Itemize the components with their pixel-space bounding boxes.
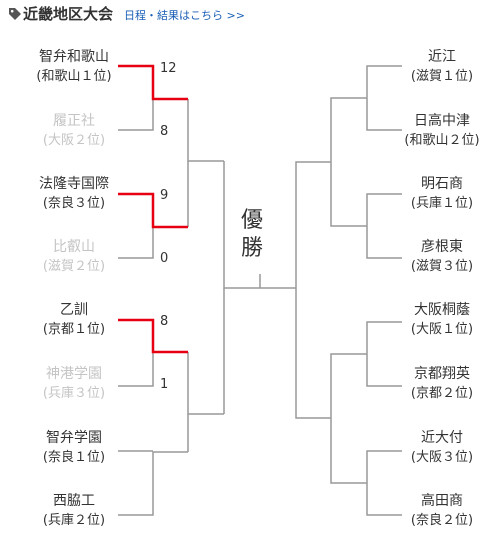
score: 0: [160, 251, 169, 266]
team-right-3: 明石商 (兵庫１位): [392, 175, 492, 213]
team-seed: (奈良２位): [410, 513, 474, 528]
team-name: 乙訓: [60, 302, 88, 318]
team-seed: (和歌山２位): [404, 133, 480, 148]
winner-path: [118, 318, 188, 354]
score: 8: [160, 314, 169, 329]
team-name: 彦根東: [421, 239, 463, 255]
team-seed: (京都２位): [410, 386, 474, 401]
team-seed: (兵庫３位): [42, 386, 106, 401]
team-right-4: 彦根東 (滋賀３位): [392, 238, 492, 276]
team-left-1: 智弁和歌山 (和歌山１位): [24, 48, 124, 86]
team-right-8: 高田商 (奈良２位): [392, 492, 492, 530]
score: 1: [160, 377, 169, 392]
team-seed: (奈良１位): [42, 450, 106, 465]
team-left-5: 乙訓 (京都１位): [24, 301, 124, 339]
team-right-5: 大阪桐蔭 (大阪１位): [392, 301, 492, 339]
team-right-6: 京都翔英 (京都２位): [392, 365, 492, 403]
team-seed: (兵庫２位): [42, 513, 106, 528]
team-seed: (滋賀３位): [410, 259, 474, 274]
bracket-line: [187, 99, 224, 162]
team-name: 明石商: [421, 176, 463, 192]
team-seed: (滋賀２位): [42, 259, 106, 274]
winner-path: [118, 64, 188, 101]
bracket-line: [118, 99, 154, 131]
bracket-line: [118, 451, 188, 516]
team-left-7: 智弁学園 (奈良１位): [24, 429, 124, 467]
team-left-6: 神港学園 (兵庫３位): [24, 365, 124, 403]
bracket-line: [295, 161, 331, 419]
team-seed: (滋賀１位): [410, 69, 474, 84]
score: 9: [160, 188, 169, 203]
team-seed: (京都１位): [42, 322, 106, 337]
champion-char: 勝: [240, 236, 263, 261]
team-name: 法隆寺国際: [39, 176, 109, 192]
bracket-line: [330, 97, 367, 227]
team-right-7: 近大付 (大阪３位): [392, 429, 492, 467]
section-title: 近畿地区大会: [23, 5, 114, 23]
team-name: 智弁和歌山: [39, 49, 109, 65]
bracket-line: [187, 352, 224, 415]
bracket-line: [330, 353, 367, 484]
team-name: 比叡山: [53, 239, 95, 255]
team-seed: (兵庫１位): [410, 196, 474, 211]
bracket-line: [118, 352, 154, 387]
team-left-3: 法隆寺国際 (奈良３位): [24, 175, 124, 213]
schedule-results-link[interactable]: 日程・結果はこちら >>: [124, 9, 245, 22]
winner-path: [118, 192, 188, 229]
team-seed: (和歌山１位): [36, 69, 112, 84]
team-seed: (大阪３位): [410, 450, 474, 465]
team-name: 日高中津: [414, 113, 470, 129]
team-left-8: 西脇工 (兵庫２位): [24, 492, 124, 530]
champion-char: 優: [240, 208, 263, 233]
team-left-4: 比叡山 (滋賀２位): [24, 238, 124, 276]
team-name: 西脇工: [53, 493, 95, 509]
team-name: 近大付: [421, 430, 463, 446]
team-name: 高田商: [421, 493, 463, 509]
team-name: 神港学園: [46, 366, 102, 382]
team-right-2: 日高中津 (和歌山２位): [392, 112, 492, 150]
team-seed: (奈良３位): [42, 196, 106, 211]
score: 12: [160, 61, 177, 76]
team-right-1: 近江 (滋賀１位): [392, 48, 492, 86]
bracket-line: [118, 227, 154, 259]
team-seed: (大阪１位): [410, 322, 474, 337]
team-name: 大阪桐蔭: [414, 302, 470, 318]
section-header: 近畿地区大会 日程・結果はこちら >>: [0, 0, 502, 30]
team-seed: (大阪２位): [42, 133, 106, 148]
champion-label: 優 勝: [232, 207, 272, 263]
team-name: 京都翔英: [414, 366, 470, 382]
team-name: 智弁学園: [46, 430, 102, 446]
team-left-2: 履正社 (大阪２位): [24, 112, 124, 150]
tag-icon: [9, 8, 21, 20]
team-name: 近江: [428, 49, 456, 65]
score: 8: [160, 124, 169, 139]
team-name: 履正社: [53, 113, 95, 129]
